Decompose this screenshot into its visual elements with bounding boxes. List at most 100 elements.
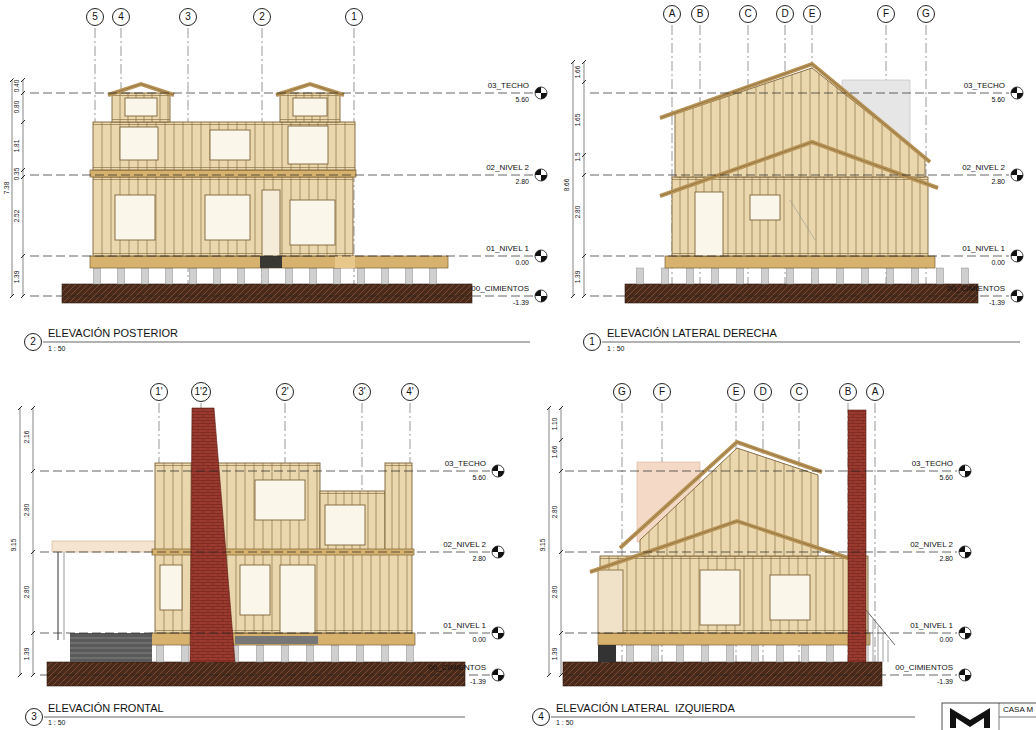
level-marker xyxy=(492,669,504,681)
ground-hatch xyxy=(62,284,472,303)
level-marker xyxy=(535,87,547,99)
gable-framing xyxy=(801,68,802,177)
stud-wall xyxy=(808,177,809,256)
level-marker xyxy=(492,627,498,633)
pier xyxy=(702,645,709,662)
stud-wall xyxy=(398,552,399,633)
stud-wall xyxy=(407,552,408,633)
bubble-text: D xyxy=(781,9,788,19)
dimension: 2.80 xyxy=(551,505,558,520)
pier xyxy=(827,645,834,662)
pier xyxy=(637,268,644,284)
stud-wall xyxy=(380,552,381,633)
gable-framing xyxy=(811,448,812,556)
stud-wall xyxy=(280,95,340,96)
level-value: 2.80 xyxy=(939,555,953,563)
opening xyxy=(750,195,780,220)
gable-framing xyxy=(909,68,910,177)
pier xyxy=(862,268,869,284)
right-elevation xyxy=(625,64,978,303)
level-marker xyxy=(498,471,504,477)
level-name: 00_CIMIENTOS xyxy=(428,664,486,673)
pier xyxy=(382,645,389,662)
level-name: 02_NIVEL 2 xyxy=(486,164,529,173)
stud-wall xyxy=(636,556,637,633)
grid-bubble: 1'2 xyxy=(191,382,211,402)
opening xyxy=(290,200,335,245)
stud-wall xyxy=(93,122,355,170)
dimension-line xyxy=(21,91,25,95)
stair-rail xyxy=(878,626,879,662)
level-name: 01_NIVEL 1 xyxy=(910,622,953,631)
stud-wall xyxy=(93,177,353,256)
stud-wall xyxy=(280,93,340,122)
stud-wall xyxy=(282,177,283,256)
stud-wall xyxy=(264,122,265,170)
scale-note: 1 : 50 xyxy=(48,345,66,353)
gable-framing xyxy=(738,68,739,177)
level-value: 5.60 xyxy=(991,96,1005,104)
level-marker xyxy=(1011,169,1017,175)
view-number: 2 xyxy=(24,333,42,351)
grid-bubble: F xyxy=(653,383,671,401)
level-line xyxy=(565,633,957,634)
stud-wall xyxy=(389,552,390,633)
pier xyxy=(286,268,293,284)
stud-wall xyxy=(834,556,835,633)
dimension: 1.39 xyxy=(574,270,581,285)
level-marker xyxy=(498,675,504,681)
dimension-line xyxy=(31,673,35,677)
grid-bubble: F xyxy=(877,5,895,23)
dimension-line xyxy=(582,80,586,84)
level-marker xyxy=(1017,296,1023,302)
level-line xyxy=(30,175,533,176)
stud-wall xyxy=(376,491,377,552)
dimension: 1.66 xyxy=(551,445,558,460)
ground-hatch xyxy=(625,284,978,303)
level-line xyxy=(590,256,1009,257)
level-marker xyxy=(959,627,965,633)
gable-framing xyxy=(810,68,811,177)
gable-framing xyxy=(774,68,775,177)
dimension-line xyxy=(18,406,22,410)
opening xyxy=(288,126,328,164)
opening xyxy=(120,127,158,160)
gable-framing xyxy=(729,68,730,177)
grid-bubble: 3' xyxy=(353,383,371,401)
stair-rail xyxy=(883,633,884,662)
pier xyxy=(652,645,659,662)
dimension-line xyxy=(31,469,35,473)
grid-bubble: G xyxy=(613,383,631,401)
level-marker xyxy=(492,546,498,552)
level-marker xyxy=(959,546,971,558)
pier xyxy=(812,268,819,284)
stud-wall xyxy=(792,177,793,256)
stud-wall xyxy=(654,556,655,633)
gable-framing xyxy=(702,68,703,177)
bubble-text: G xyxy=(922,9,930,19)
stud-wall xyxy=(165,122,166,170)
pier xyxy=(627,645,634,662)
dimension: 7.38 xyxy=(3,181,10,196)
gable-framing xyxy=(675,68,925,177)
bubble-text: 3 xyxy=(31,712,37,722)
level-value: 5.60 xyxy=(939,474,953,482)
scale-note: 1 : 50 xyxy=(607,345,625,353)
pier xyxy=(118,268,125,284)
dimension-line xyxy=(559,550,563,554)
porch-post xyxy=(57,552,59,640)
stud-wall xyxy=(328,93,329,122)
floor-beam xyxy=(150,633,415,645)
stair-rail xyxy=(866,610,895,645)
level-marker xyxy=(535,169,547,181)
pier xyxy=(157,645,164,662)
level-marker xyxy=(1017,175,1023,181)
front-elevation xyxy=(47,408,465,686)
opening xyxy=(695,192,723,256)
bubble-text: F xyxy=(659,387,665,397)
grid-bubble: 5 xyxy=(86,8,104,26)
stud-wall xyxy=(824,177,825,256)
level-value: -1.39 xyxy=(513,299,529,307)
gable-framing xyxy=(676,448,677,556)
level-value: 0.00 xyxy=(515,259,529,267)
